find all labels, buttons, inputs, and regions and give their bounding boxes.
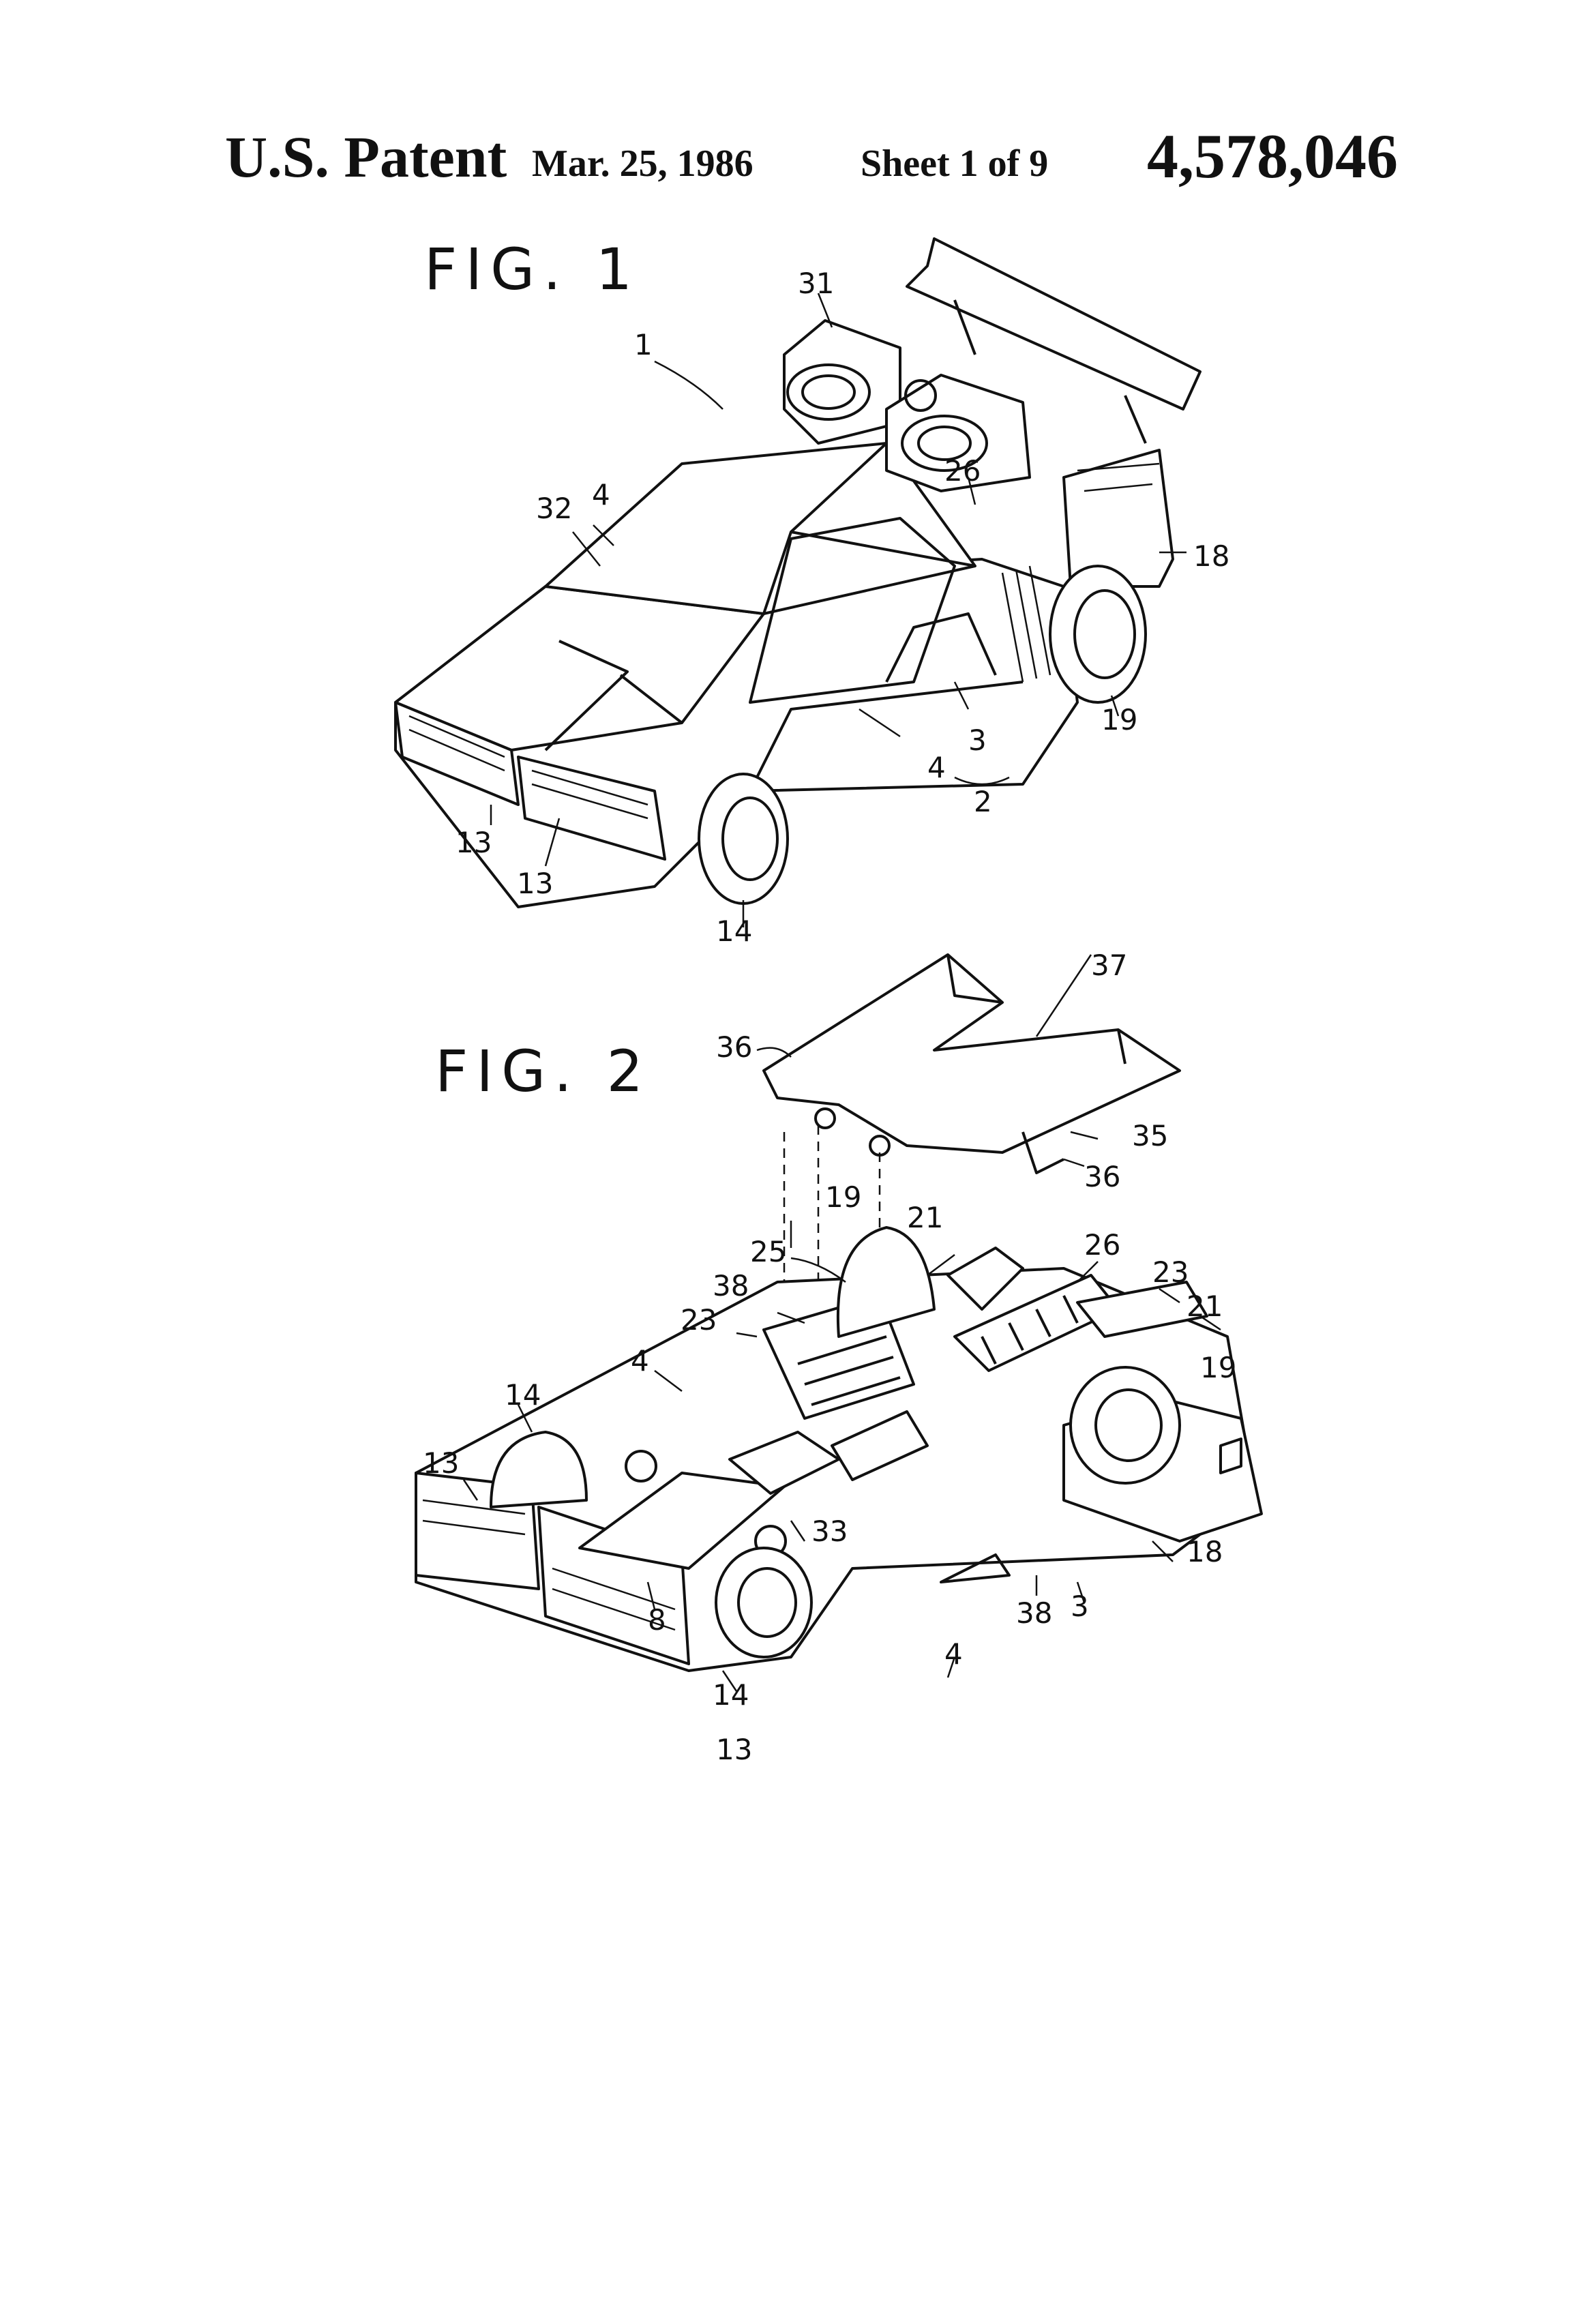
fig2-ref-14a: 14 — [505, 1378, 541, 1412]
fig2-ref-38a: 38 — [713, 1269, 749, 1302]
fig1-ref-1: 1 — [634, 328, 653, 361]
fig1-ref-13a: 13 — [456, 826, 492, 859]
fig2-ref-4b: 4 — [944, 1637, 963, 1671]
fig1-ref-18: 18 — [1193, 539, 1229, 573]
fig1-ref-26: 26 — [944, 454, 981, 488]
fig2-ref-13a: 13 — [423, 1446, 459, 1480]
fig2-ref-38b: 38 — [1016, 1596, 1052, 1630]
fig1-ref-19: 19 — [1101, 703, 1137, 736]
fig2-ref-33: 33 — [811, 1515, 848, 1548]
fig2-ref-26: 26 — [1084, 1228, 1120, 1262]
fig2-chassis-drawing — [416, 955, 1262, 1691]
fig2-ref-4a: 4 — [631, 1344, 649, 1377]
fig1-ref-14: 14 — [716, 914, 752, 948]
fig2-ref-23b: 23 — [681, 1303, 717, 1337]
fig2-ref-36b: 36 — [1084, 1160, 1120, 1193]
fig1-ref-2: 2 — [974, 785, 992, 818]
fig1-ref-4a: 4 — [592, 478, 610, 511]
fig2-ref-21a: 21 — [907, 1201, 943, 1234]
fig2-ref-35: 35 — [1132, 1119, 1168, 1152]
fig2-ref-8: 8 — [648, 1603, 666, 1637]
fig2-ref-13b: 13 — [716, 1733, 752, 1766]
fig1-ref-3: 3 — [968, 724, 987, 757]
fig1-vehicle-drawing — [395, 239, 1200, 927]
fig2-ref-19b: 19 — [1200, 1351, 1236, 1384]
fig2-ref-21b: 21 — [1186, 1290, 1223, 1323]
fig2-ref-25: 25 — [750, 1235, 786, 1268]
fig1-ref-32: 32 — [536, 492, 572, 525]
fig1-ref-31: 31 — [798, 267, 834, 300]
fig2-ref-14b: 14 — [713, 1678, 749, 1712]
fig2-ref-19a: 19 — [825, 1180, 861, 1214]
fig1-ref-4b: 4 — [927, 751, 946, 784]
fig2-ref-18: 18 — [1186, 1535, 1223, 1568]
fig2-ref-36a: 36 — [716, 1030, 752, 1064]
fig2-ref-3: 3 — [1071, 1590, 1089, 1623]
fig2-ref-37: 37 — [1091, 949, 1127, 982]
fig1-ref-13b: 13 — [517, 867, 553, 900]
fig2-ref-23a: 23 — [1152, 1255, 1189, 1289]
